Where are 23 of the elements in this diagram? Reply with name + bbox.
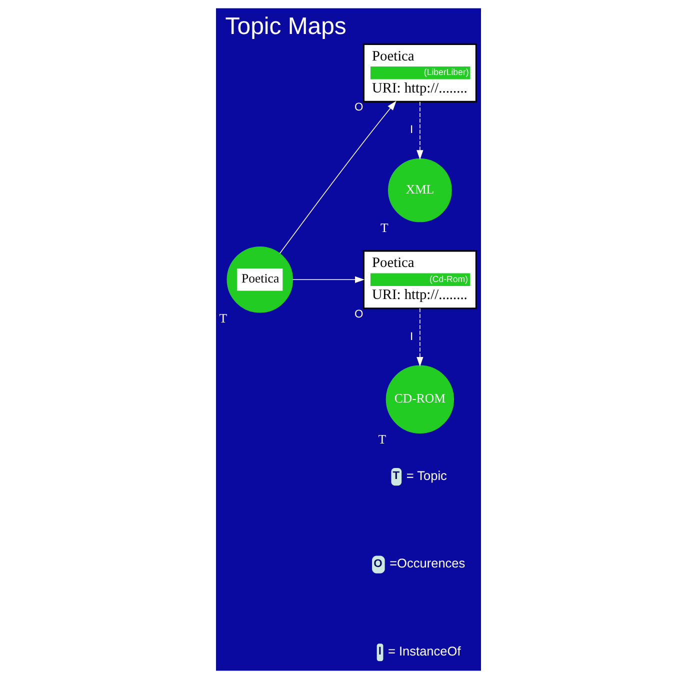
arrow [278,100,396,254]
label: T [392,470,400,482]
node-circle: CD-ROM [385,365,454,434]
label: I [378,646,382,658]
node-box: Poetica (LiberLiber) URI: http://........ [362,43,476,102]
node-circle: XML [388,158,452,222]
edge-label: I [410,124,413,136]
node-label: O [354,102,363,114]
node-label: T [380,220,388,235]
legend-label: = Topic [406,468,446,483]
arrow [292,276,364,283]
node-label: O [354,308,363,320]
label: O [373,558,382,570]
arrow [416,101,423,160]
node-label: T [378,432,386,446]
node-circle: Poetica [226,246,293,313]
node-box: Poetica (Cd-Rom) URI: http://........ [362,250,476,310]
legend-label: = InstanceOf [388,643,460,658]
diagram-title: Topic Maps [224,12,346,40]
legend-label: =Occurences [389,556,465,571]
edge-label: I [410,330,413,343]
node-label: T [218,312,227,326]
arrow [416,308,423,367]
